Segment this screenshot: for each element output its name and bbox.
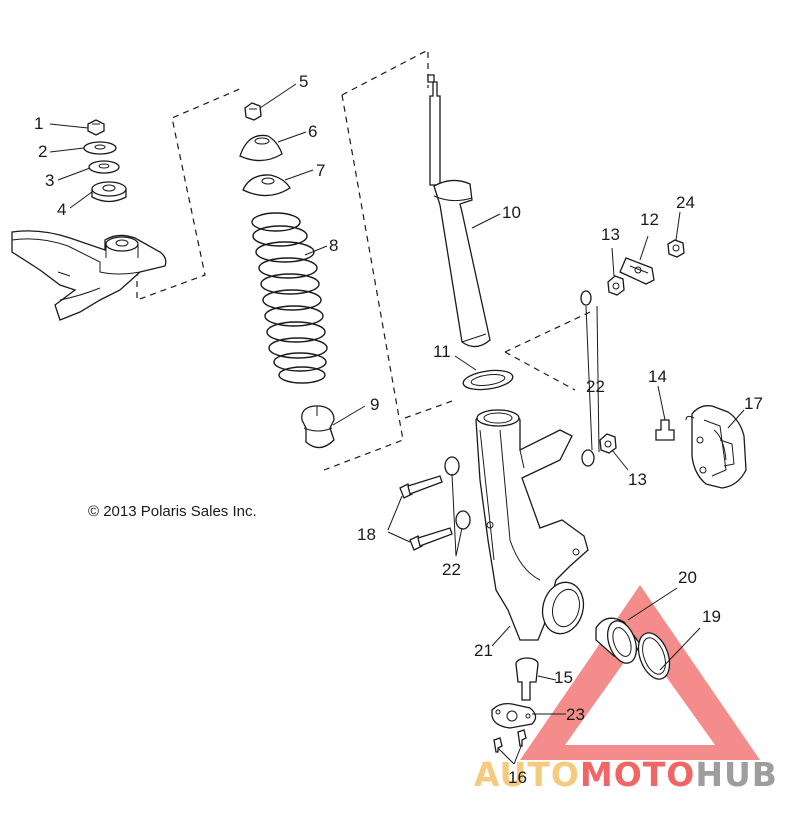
part-13-nut-upper bbox=[607, 275, 625, 296]
brake-caliper bbox=[655, 405, 747, 489]
steering-knuckle bbox=[399, 409, 589, 641]
part-23-plate bbox=[491, 702, 537, 729]
part-16-screw-right bbox=[517, 729, 527, 747]
callout-numbers: 1 2 3 4 5 6 7 8 9 10 11 12 13 13 14 15 1… bbox=[34, 72, 763, 787]
part-5-nut bbox=[244, 102, 262, 121]
callout-13-upper: 13 bbox=[601, 225, 620, 244]
callout-21: 21 bbox=[474, 641, 493, 660]
callout-4: 4 bbox=[57, 200, 66, 219]
callout-2: 2 bbox=[38, 142, 47, 161]
ball-joint-group bbox=[491, 657, 539, 753]
frame-bracket bbox=[11, 230, 167, 321]
part-24-nut bbox=[667, 239, 685, 258]
copyright-notice: © 2013 Polaris Sales Inc. bbox=[88, 503, 257, 520]
callout-24: 24 bbox=[676, 193, 695, 212]
callout-9: 9 bbox=[370, 395, 379, 414]
callout-17: 17 bbox=[744, 394, 763, 413]
part-3-washer bbox=[88, 160, 120, 174]
watermark-hub: HUB bbox=[695, 755, 778, 794]
part-22-washer-left-upper bbox=[444, 456, 460, 476]
callout-22-lower: 22 bbox=[442, 560, 461, 579]
part-7-spring-seat bbox=[242, 174, 291, 197]
part-12-clip bbox=[619, 257, 655, 285]
shock-absorber bbox=[427, 74, 514, 391]
callout-13-lower: 13 bbox=[628, 470, 647, 489]
callout-16: 16 bbox=[508, 768, 527, 787]
automotohub-watermark: AUTOMOTOHUB bbox=[474, 585, 778, 794]
watermark-triangle-icon bbox=[520, 585, 760, 760]
callout-leaders bbox=[49, 83, 745, 765]
callout-15: 15 bbox=[554, 668, 573, 687]
upper-mount-stack bbox=[11, 119, 167, 321]
part-4-bushing bbox=[91, 181, 127, 203]
callout-3: 3 bbox=[45, 171, 54, 190]
callout-23: 23 bbox=[566, 705, 585, 724]
part-22-washer-left-lower bbox=[455, 510, 471, 530]
part-13-nut-lower bbox=[599, 433, 617, 454]
spring-assembly bbox=[239, 102, 335, 449]
callout-12: 12 bbox=[640, 210, 659, 229]
callout-1: 1 bbox=[34, 114, 43, 133]
part-22-washer-upper bbox=[580, 290, 592, 306]
part-16-screw-left bbox=[493, 737, 503, 753]
watermark-auto: AUTO bbox=[474, 755, 580, 794]
part-1-nut bbox=[87, 119, 105, 136]
part-9-bump-stop bbox=[301, 405, 335, 449]
part-15-ball-joint bbox=[515, 657, 539, 701]
callout-11: 11 bbox=[433, 342, 451, 361]
callout-18: 18 bbox=[357, 525, 376, 544]
callout-10: 10 bbox=[502, 203, 521, 222]
callout-20: 20 bbox=[678, 568, 697, 587]
part-8-coil-spring bbox=[251, 212, 328, 384]
callout-22-upper: 22 bbox=[586, 377, 605, 396]
callout-6: 6 bbox=[308, 122, 317, 141]
callout-8: 8 bbox=[329, 236, 338, 255]
svg-text:AUTOMOTOHUB: AUTOMOTOHUB bbox=[474, 755, 778, 794]
part-18-bolt-lower bbox=[409, 527, 453, 551]
part-18-bolt-upper bbox=[399, 475, 443, 499]
part-22-washer-mid bbox=[581, 449, 595, 467]
part-14-bolt bbox=[655, 419, 675, 441]
callout-5: 5 bbox=[299, 72, 308, 91]
bracket-hardware bbox=[580, 239, 685, 467]
callout-19: 19 bbox=[702, 607, 721, 626]
part-20-bearing bbox=[595, 617, 641, 664]
watermark-moto: MOTO bbox=[580, 755, 695, 794]
part-6-retainer bbox=[239, 134, 283, 162]
part-11-o-ring bbox=[462, 369, 514, 391]
callout-14: 14 bbox=[648, 367, 667, 386]
part-2-washer bbox=[83, 141, 117, 155]
callout-7: 7 bbox=[316, 161, 325, 180]
